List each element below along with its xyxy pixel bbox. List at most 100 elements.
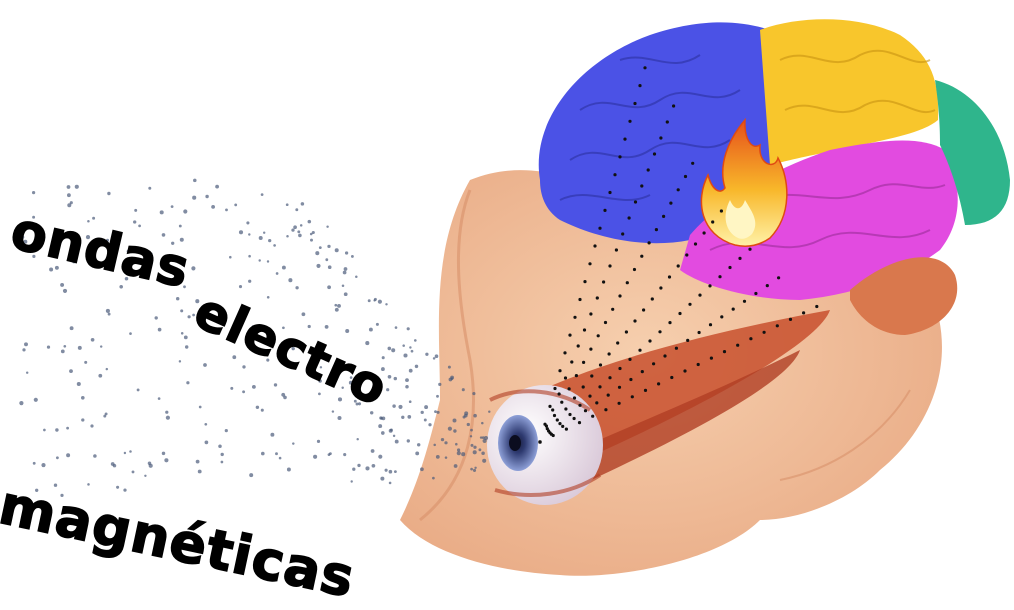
wave-dot xyxy=(55,428,58,431)
wave-dot xyxy=(295,208,298,211)
wave-dot xyxy=(103,415,106,418)
wave-dot xyxy=(155,316,158,319)
ray-dot xyxy=(677,188,680,191)
ray-dot xyxy=(763,331,766,334)
wave-dot xyxy=(78,346,82,350)
wave-dot xyxy=(327,285,331,289)
wave-dot xyxy=(180,309,183,312)
wave-dot xyxy=(355,275,358,278)
wave-dot xyxy=(261,193,264,196)
wave-dot xyxy=(402,344,405,347)
ray-dot xyxy=(553,414,556,417)
wave-dot xyxy=(436,455,440,459)
wave-dot xyxy=(351,480,353,482)
wave-dot xyxy=(326,225,328,227)
wave-dot xyxy=(325,325,329,329)
ray-dot xyxy=(815,305,818,308)
ray-dot xyxy=(738,257,741,260)
wave-dot xyxy=(388,347,392,351)
wave-dot xyxy=(368,299,371,302)
ray-dot xyxy=(686,339,689,342)
wave-dot xyxy=(134,209,137,212)
wave-dot xyxy=(166,416,170,420)
wave-dot xyxy=(345,329,349,333)
ray-dot xyxy=(634,200,637,203)
ray-dot xyxy=(593,244,596,247)
wave-dot xyxy=(415,365,418,368)
wave-dot xyxy=(444,441,447,444)
wave-dot xyxy=(473,446,476,449)
wave-dot xyxy=(242,390,245,393)
wave-dot xyxy=(478,448,481,451)
wave-dot xyxy=(484,436,488,440)
wave-dot xyxy=(249,473,253,477)
wave-dot xyxy=(248,233,250,235)
wave-dot xyxy=(381,431,385,435)
ray-dot xyxy=(647,168,650,171)
wave-dot xyxy=(481,422,484,425)
wave-dot xyxy=(267,296,270,299)
wave-dot xyxy=(239,230,243,234)
wave-dot xyxy=(234,204,237,207)
wave-dot xyxy=(87,483,90,486)
wave-dot xyxy=(41,463,45,467)
ray-dot xyxy=(602,280,605,283)
wave-dot xyxy=(84,361,87,364)
wave-dot xyxy=(211,205,215,209)
ray-dot xyxy=(720,209,723,212)
wave-dot xyxy=(98,374,102,378)
ray-dot xyxy=(573,396,576,399)
ray-dot xyxy=(662,215,665,218)
wave-dot xyxy=(33,462,36,465)
wave-dot xyxy=(385,469,388,472)
wave-dot xyxy=(221,461,224,464)
wave-dot xyxy=(179,360,181,362)
ray-dot xyxy=(618,386,621,389)
wave-dot xyxy=(448,427,452,431)
wave-dot xyxy=(288,278,292,282)
ray-dot xyxy=(588,262,591,265)
wave-dot xyxy=(334,304,337,307)
ray-dot xyxy=(558,392,561,395)
wave-dot xyxy=(270,433,274,437)
wave-dot xyxy=(263,232,265,234)
wave-dot xyxy=(106,309,110,313)
wave-dot xyxy=(137,388,140,391)
wave-dot xyxy=(286,235,289,238)
wave-dot xyxy=(148,187,151,190)
wave-dot xyxy=(90,424,93,427)
wave-dot xyxy=(67,193,71,197)
ray-dot xyxy=(613,173,616,176)
wave-dot xyxy=(225,208,228,211)
ray-dot xyxy=(698,294,701,297)
ray-dot xyxy=(628,358,631,361)
ray-dot xyxy=(749,337,752,340)
ray-dot xyxy=(633,102,636,105)
wave-dot xyxy=(300,224,303,227)
wave-dot xyxy=(75,185,79,189)
ray-dot xyxy=(732,308,735,311)
wave-dot xyxy=(66,427,69,430)
wave-dot xyxy=(91,338,95,342)
ray-dot xyxy=(573,417,576,420)
wave-dot xyxy=(441,438,444,441)
wave-dot xyxy=(66,453,70,457)
ray-dot xyxy=(618,367,621,370)
wave-dot xyxy=(259,236,263,240)
wave-dot xyxy=(246,221,249,224)
wave-dot xyxy=(389,429,393,433)
wave-dot xyxy=(409,369,413,373)
wave-dot xyxy=(335,248,339,252)
wave-dot xyxy=(205,441,209,445)
wave-dot xyxy=(391,348,395,352)
ray-dot xyxy=(618,155,621,158)
wave-dot xyxy=(67,203,71,207)
wave-dot xyxy=(116,486,119,489)
wave-dot xyxy=(287,468,291,472)
ray-dot xyxy=(558,369,561,372)
wave-dot xyxy=(470,429,473,432)
ray-dot xyxy=(663,354,666,357)
ray-dot xyxy=(558,422,561,425)
wave-dot xyxy=(239,285,242,288)
ray-dot xyxy=(628,120,631,123)
